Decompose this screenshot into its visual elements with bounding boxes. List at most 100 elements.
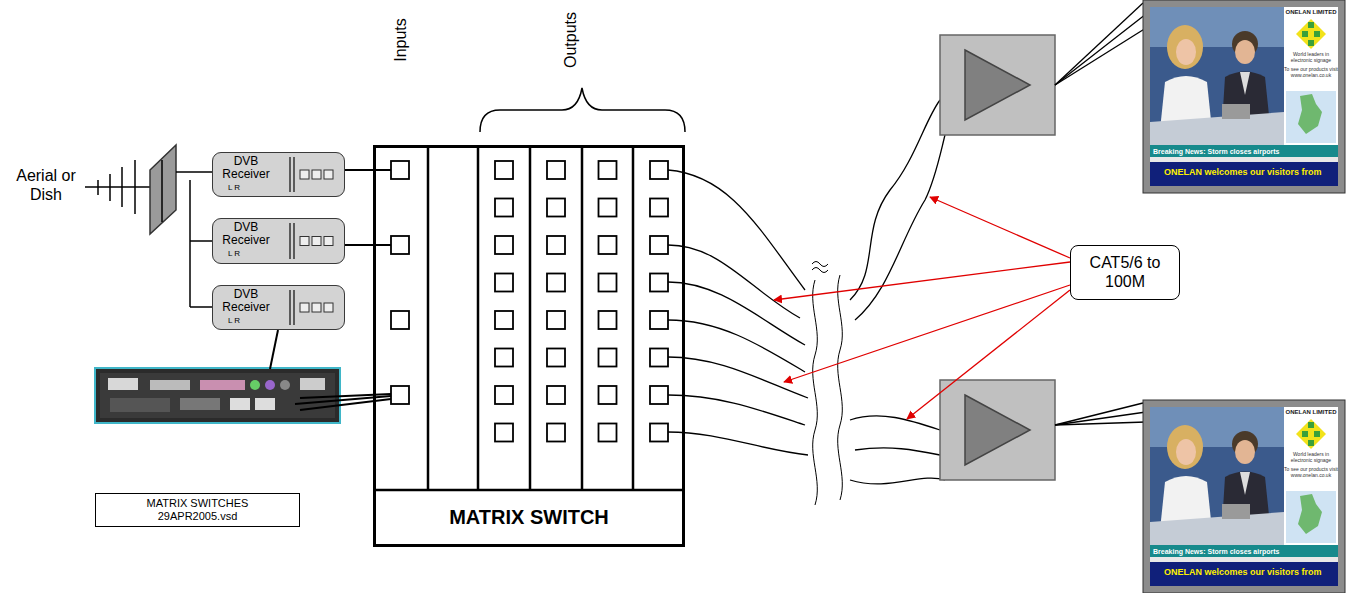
screen-text: World leaders in electronic signage bbox=[1284, 51, 1338, 63]
output-wire bbox=[668, 320, 805, 372]
receiver-body bbox=[293, 290, 295, 325]
amplifier-symbol bbox=[965, 395, 1030, 465]
pc-photo bbox=[255, 398, 275, 410]
input-port bbox=[391, 386, 409, 404]
amplifier-symbol bbox=[940, 35, 1055, 480]
text-slot: Breaking News: Storm closes airports bbox=[1153, 547, 1337, 556]
receiver-body bbox=[300, 303, 309, 312]
switch-title: MATRIX SWITCH bbox=[379, 505, 679, 529]
antenna-feed bbox=[176, 172, 212, 307]
screen-text: ONELAN welcomes our visitors from bbox=[1164, 567, 1336, 578]
receiver-body bbox=[312, 237, 321, 246]
text-slot: MATRIX SWITCHES 29APR2005.vsd bbox=[133, 497, 263, 523]
text-slot: CAT5/6 to 100M bbox=[1080, 253, 1170, 291]
matrix-grid bbox=[373, 489, 685, 492]
output-port bbox=[495, 161, 668, 442]
callout-arrow bbox=[774, 262, 1070, 300]
long-wire bbox=[855, 135, 945, 320]
receiver-body bbox=[324, 237, 333, 246]
outputs-bracket bbox=[480, 88, 685, 132]
screen-text: World leaders in electronic signage bbox=[1284, 451, 1338, 463]
receiver-label: L R bbox=[219, 316, 249, 325]
break-mark bbox=[813, 280, 818, 505]
receiver-body bbox=[312, 170, 321, 179]
break-mark bbox=[812, 262, 842, 506]
break-mark bbox=[838, 275, 843, 500]
antenna-feed bbox=[190, 240, 212, 242]
text-slot: To see our products visit www.onelan.co.… bbox=[1284, 466, 1338, 478]
callout-arrow bbox=[930, 197, 1070, 258]
receiver-label: DVB Receiver bbox=[216, 155, 276, 181]
receiver-label: DVB Receiver bbox=[216, 288, 276, 314]
tv-picture bbox=[1143, 400, 1345, 593]
cable bbox=[270, 330, 278, 369]
matrix-grid bbox=[632, 145, 635, 490]
screen-text: To see our products visit www.onelan.co.… bbox=[1284, 66, 1338, 78]
matrix-grid bbox=[581, 145, 584, 490]
text-slot: ONELAN welcomes our visitors from bbox=[1164, 167, 1336, 178]
screen-text: ONELAN LIMITED bbox=[1284, 409, 1338, 416]
pc-photo bbox=[100, 373, 335, 418]
display-cable bbox=[1055, 3, 1143, 85]
receiver-body bbox=[289, 290, 291, 325]
antenna-symbol bbox=[161, 160, 163, 222]
matrix-grid bbox=[427, 145, 430, 490]
long-wire bbox=[855, 448, 940, 455]
long-wire bbox=[850, 478, 945, 484]
pc-photo bbox=[110, 398, 170, 412]
amplifier-symbol bbox=[940, 35, 1055, 135]
break-mark bbox=[812, 262, 828, 267]
receiver-body bbox=[289, 157, 291, 192]
input-port bbox=[391, 311, 409, 329]
display-cable bbox=[1055, 14, 1146, 85]
output-wire bbox=[668, 245, 800, 318]
text-slot: Breaking News: Storm closes airports bbox=[1153, 147, 1337, 156]
output-wire bbox=[668, 432, 808, 455]
text-slot: To see our products visit www.onelan.co.… bbox=[1284, 66, 1338, 78]
pc-photo bbox=[265, 380, 275, 390]
receiver-box: DVB Receiver L R bbox=[212, 218, 345, 264]
antenna-feed bbox=[189, 180, 191, 307]
input-port bbox=[391, 236, 409, 254]
tv-picture bbox=[1143, 0, 1345, 193]
receiver-body bbox=[212, 152, 345, 197]
text-slot: L R bbox=[219, 316, 249, 325]
callout-text: CAT5/6 to 100M bbox=[1080, 253, 1170, 291]
section-label: Inputs bbox=[391, 18, 410, 62]
text-slot: ONELAN welcomes our visitors from bbox=[1164, 567, 1336, 578]
receiver-label: L R bbox=[219, 249, 249, 258]
long-wire bbox=[850, 416, 940, 430]
pc-photo bbox=[280, 380, 290, 390]
callout-arrow bbox=[774, 197, 1070, 419]
antenna-symbol bbox=[121, 167, 123, 207]
label-slot: Outputs bbox=[561, 12, 580, 68]
matrix-grid bbox=[477, 145, 480, 490]
signal-connector bbox=[345, 244, 373, 246]
pc-photo bbox=[180, 398, 220, 410]
display-cable bbox=[1055, 3, 1146, 425]
long-wire bbox=[850, 100, 945, 484]
pc-photo bbox=[230, 398, 250, 410]
cable bbox=[300, 399, 391, 410]
pc-photo bbox=[250, 380, 260, 390]
text-slot: ONELAN LIMITED bbox=[1284, 409, 1338, 416]
receiver-box: DVB Receiver L R bbox=[212, 285, 345, 330]
input-port bbox=[391, 161, 409, 179]
screen-text: ONELAN welcomes our visitors from bbox=[1164, 167, 1336, 178]
output-wire bbox=[668, 170, 808, 455]
receiver-body bbox=[212, 218, 345, 264]
amplifier-symbol bbox=[965, 50, 1030, 120]
long-wire bbox=[850, 100, 940, 300]
output-port bbox=[547, 161, 565, 442]
output-wire bbox=[668, 395, 805, 425]
text-slot: MATRIX SWITCH bbox=[379, 505, 679, 529]
receiver-label: DVB Receiver bbox=[216, 221, 276, 247]
receiver-label: L R bbox=[219, 183, 249, 192]
pc-photo bbox=[108, 378, 138, 390]
text-slot: DVB Receiver bbox=[216, 288, 276, 314]
pc-photo bbox=[95, 368, 340, 423]
pc-photo bbox=[300, 378, 325, 390]
receiver-body bbox=[212, 218, 345, 264]
antenna-symbol bbox=[85, 145, 176, 234]
